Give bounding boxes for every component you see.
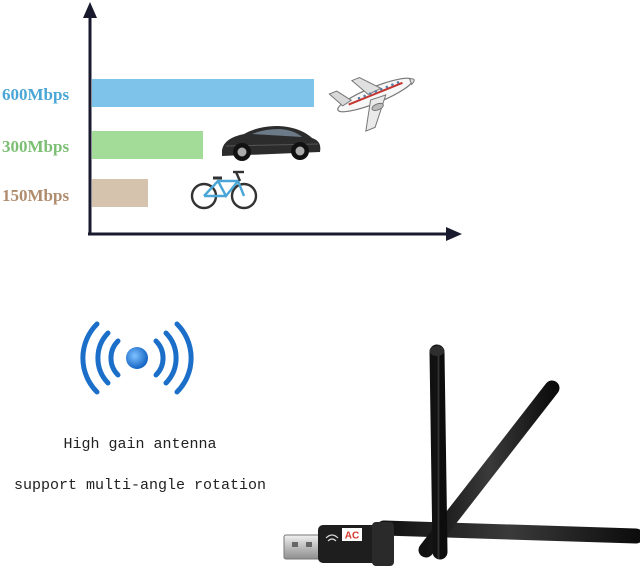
antenna-vertical: [429, 344, 448, 560]
wifi-dongle-image: AC: [283, 344, 640, 566]
bar-600mbps: [92, 79, 314, 107]
airplane-icon: [328, 77, 415, 132]
dongle-cap: [372, 522, 394, 566]
tick-label-600mbps: 600Mbps: [2, 85, 70, 104]
sports-car-icon: [222, 126, 321, 161]
usb-connector: [283, 534, 323, 560]
chart-bars: [92, 79, 314, 207]
ac-badge-text: AC: [345, 531, 359, 542]
antenna-right: [376, 520, 640, 544]
ac-badge: [342, 528, 362, 541]
wifi-signal-icon: [80, 321, 194, 395]
tick-label-300mbps: 300Mbps: [2, 137, 70, 156]
bicycle-icon: [190, 170, 258, 210]
x-axis-arrow: [446, 227, 462, 241]
bar-150mbps: [92, 179, 148, 207]
y-axis-arrow: [83, 2, 97, 18]
antenna-caption-line-2: support multi-angle rotation: [13, 477, 267, 494]
chart-axes: [83, 2, 462, 241]
bar-300mbps: [92, 131, 203, 159]
antenna-caption-line-1: High gain antenna: [63, 436, 217, 453]
tick-label-150mbps: 150Mbps: [2, 186, 70, 205]
